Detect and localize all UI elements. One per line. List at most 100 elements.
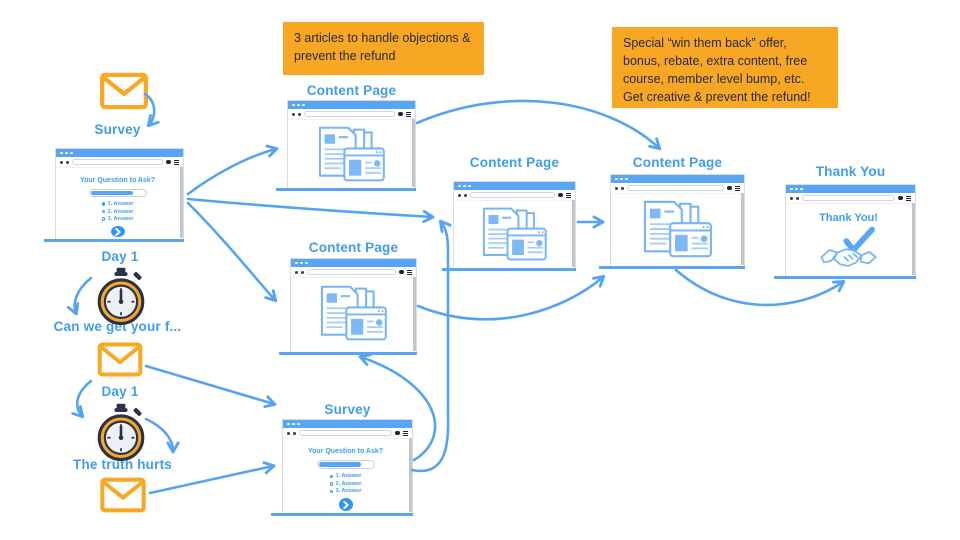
window-addressbar <box>454 190 575 201</box>
window-bottom-bar <box>599 266 745 269</box>
window-addressbar <box>291 267 416 278</box>
arrow-survey-to-contentpage-left <box>186 201 278 303</box>
profile-icon <box>166 159 171 165</box>
arrow-survey-to-contentpage-top <box>186 144 279 196</box>
window-titlebar <box>56 149 183 157</box>
arrow-contentleft-to-contentright <box>416 274 606 321</box>
survey-top-label: Survey <box>94 122 141 137</box>
email-feedback-label: Can we get your f... <box>53 319 182 334</box>
profile-icon <box>399 269 404 275</box>
envelope-icon[interactable] <box>97 340 143 379</box>
survey-question: Your Question to Ask? <box>79 177 156 184</box>
window-addressbar <box>611 183 744 194</box>
articles-icon <box>636 198 716 262</box>
envelope-icon[interactable] <box>99 72 149 110</box>
address-field <box>470 191 555 199</box>
arrow-survey2-to-contentmid <box>410 219 452 473</box>
arrow-contenttop-to-contentright <box>415 99 662 151</box>
address-field <box>72 158 163 166</box>
window-titlebar <box>291 259 416 267</box>
address-field <box>304 110 395 118</box>
window-bottom-bar <box>279 352 417 355</box>
callout-win-back[interactable]: Special “win them back” offer, bonus, re… <box>612 27 838 108</box>
content-page-label: Content Page <box>306 83 397 98</box>
window-bottom-bar <box>442 268 576 271</box>
window-titlebar <box>454 182 575 190</box>
forward-icon <box>464 193 467 197</box>
stopwatch-icon[interactable] <box>93 266 149 327</box>
arrow-stopwatch1-curve <box>66 276 93 316</box>
window-bottom-bar <box>774 276 916 279</box>
radio-icon <box>101 217 106 221</box>
answer-option: 3. Answer <box>101 216 133 222</box>
answer-option: 1. Answer <box>101 201 133 207</box>
window-addressbar <box>288 109 415 120</box>
content-page-window-mid[interactable] <box>442 181 576 271</box>
window-bottom-bar <box>271 513 413 516</box>
back-icon <box>458 193 461 197</box>
profile-icon <box>398 111 403 117</box>
menu-icon <box>734 185 740 191</box>
survey-question: Your Question to Ask? <box>307 448 384 455</box>
callout-objections[interactable]: 3 articles to handle objections & preven… <box>283 22 484 75</box>
day1-first-label: Day 1 <box>101 249 139 264</box>
window-addressbar <box>56 157 183 168</box>
scrollbar <box>411 119 415 187</box>
menu-icon <box>173 159 179 165</box>
address-field <box>627 184 724 192</box>
next-button <box>110 226 125 237</box>
window-addressbar <box>283 428 412 439</box>
content-page-label: Content Page <box>632 155 723 170</box>
articles-icon <box>476 205 550 265</box>
progress-bar <box>88 189 147 198</box>
profile-icon <box>395 430 400 436</box>
day1-second-label: Day 1 <box>101 384 139 399</box>
email-truth-label: The truth hurts <box>73 457 172 472</box>
stopwatch-icon[interactable] <box>93 402 149 463</box>
back-icon <box>790 196 793 200</box>
thank-you-message: Thank You! <box>819 212 878 224</box>
content-page-label: Content Page <box>308 240 399 255</box>
answer-option: 2. Answer <box>329 481 361 487</box>
radio-icon <box>101 209 106 214</box>
radio-icon <box>329 474 334 479</box>
handshake-check-icon <box>816 226 882 274</box>
radio-icon <box>101 202 106 206</box>
scrollbar <box>179 167 183 238</box>
address-field <box>802 194 895 202</box>
window-titlebar <box>611 175 744 183</box>
scrollbar <box>408 438 412 512</box>
envelope-icon[interactable] <box>99 477 147 513</box>
content-page-window-top[interactable] <box>276 100 416 191</box>
forward-icon <box>66 160 69 164</box>
articles-icon <box>314 283 390 345</box>
arrow-survey-to-contentpage-mid <box>186 197 435 224</box>
window-titlebar <box>288 101 415 109</box>
forward-icon <box>293 431 296 435</box>
window-titlebar <box>283 420 412 428</box>
menu-icon <box>405 111 411 117</box>
articles-icon <box>312 124 388 186</box>
forward-icon <box>298 112 301 116</box>
forward-icon <box>301 270 304 274</box>
content-page-window-right[interactable] <box>599 174 745 269</box>
survey-window-top[interactable]: Your Question to Ask? 1. Answer 2. Answe… <box>44 148 184 242</box>
thank-you-window[interactable]: Thank You! <box>774 184 916 279</box>
back-icon <box>615 186 618 190</box>
forward-icon <box>796 196 799 200</box>
survey-window-bottom[interactable]: Your Question to Ask? 1. Answer 2. Answe… <box>271 419 413 516</box>
menu-icon <box>406 269 412 275</box>
scrollbar <box>412 277 416 351</box>
content-page-window-left[interactable] <box>279 258 417 355</box>
window-addressbar <box>786 193 915 204</box>
window-bottom-bar <box>276 188 416 191</box>
thank-you-label: Thank You <box>815 164 886 179</box>
radio-icon <box>329 489 334 494</box>
back-icon <box>295 270 298 274</box>
back-icon <box>60 160 63 164</box>
forward-icon <box>621 186 624 190</box>
window-titlebar <box>786 185 915 193</box>
progress-bar <box>316 460 375 470</box>
address-field <box>307 268 396 276</box>
